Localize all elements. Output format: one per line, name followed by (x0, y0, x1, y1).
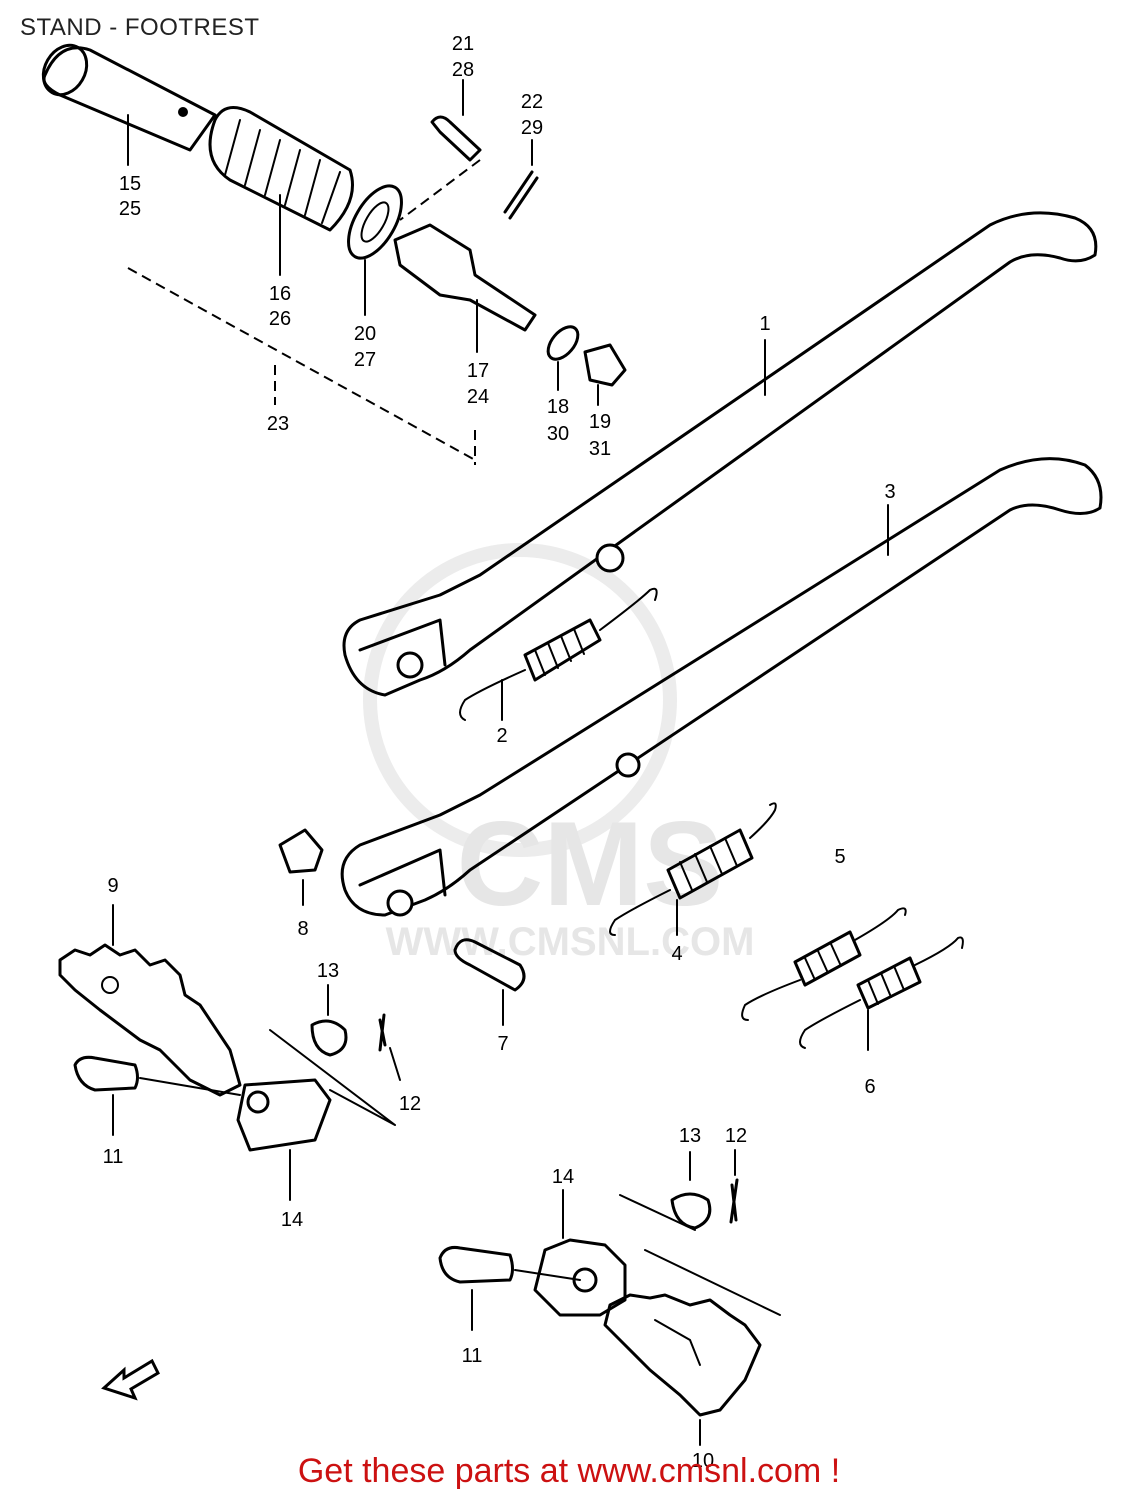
callout-11b: 11 (462, 1345, 483, 1367)
washer (347, 184, 403, 260)
callout-7: 7 (497, 1033, 508, 1055)
callout-18: 18 (547, 396, 569, 418)
page-title: STAND - FOOTREST (20, 14, 260, 41)
callout-12b: 12 (725, 1125, 747, 1147)
callout-17: 17 (467, 360, 489, 382)
footrest-shaft (393, 223, 537, 332)
bolt-7 (453, 938, 526, 1026)
nut-19 (583, 343, 627, 387)
callout-29: 29 (521, 117, 543, 139)
callout-23: 23 (267, 413, 289, 435)
washer-18 (546, 325, 580, 361)
footrest-left (58, 904, 401, 1201)
callout-8: 8 (297, 918, 308, 940)
callout-30: 30 (547, 423, 569, 445)
footrest-bar-assembly (41, 43, 627, 387)
callout-10: 10 (692, 1450, 714, 1472)
spring-2 (459, 587, 658, 721)
cotter-pin (430, 115, 482, 162)
callout-6: 6 (864, 1076, 875, 1098)
callout-24: 24 (467, 386, 489, 408)
spring-5 (741, 907, 907, 1021)
washer-13-right (670, 1192, 712, 1230)
callout-19: 19 (589, 411, 611, 433)
callout-9: 9 (107, 875, 118, 897)
stand-pin (595, 543, 625, 573)
callout-5: 5 (834, 846, 845, 868)
pin-11 (73, 1055, 139, 1092)
watermark-brand: CMS (457, 797, 724, 931)
callout-13b: 13 (679, 1125, 701, 1147)
callout-20: 20 (354, 323, 376, 345)
callout-27: 27 (354, 349, 376, 371)
callout-13a: 13 (317, 960, 339, 982)
callout-26: 26 (269, 308, 291, 330)
callout-11a: 11 (103, 1146, 124, 1168)
callout-22: 22 (521, 91, 543, 113)
nut-8 (278, 828, 324, 874)
pin-22 (503, 170, 539, 220)
watermark-url: WWW.CMSNL.COM (386, 920, 755, 964)
washer-13 (310, 1019, 348, 1057)
spring-4 (609, 802, 777, 936)
stand-pin-3 (615, 752, 641, 778)
callout-14a: 14 (281, 1209, 303, 1231)
callout-15: 15 (119, 173, 141, 195)
callout-28: 28 (452, 59, 474, 81)
front-direction-arrow (101, 1358, 160, 1401)
footrest-rubber (208, 106, 354, 232)
callout-3: 3 (884, 481, 895, 503)
callout-1: 1 (759, 313, 770, 335)
callout-21: 21 (452, 33, 474, 55)
callout-4: 4 (671, 943, 682, 965)
callout-25: 25 (119, 198, 141, 220)
watermark: CMS WWW.CMSNL.COM (363, 543, 755, 964)
footer-promo-text[interactable]: Get these parts at www.cmsnl.com ! (297, 1452, 841, 1490)
callout-labels: 21 28 22 29 15 25 16 26 20 27 17 24 18 3… (103, 33, 896, 1472)
pin-11-right (438, 1246, 514, 1284)
cotter-12-right (729, 1178, 739, 1224)
cotter-12 (378, 1013, 387, 1052)
footrest-right (438, 1149, 781, 1446)
callout-2: 2 (496, 725, 507, 747)
leader-lines (127, 79, 889, 556)
side-stand-arm-1 (342, 211, 1098, 697)
callout-14b: 14 (552, 1166, 574, 1188)
callout-31: 31 (589, 438, 611, 460)
side-stand-arm-3 (340, 457, 1103, 917)
spring-6 (799, 936, 964, 1051)
footrest-bar (42, 46, 217, 152)
callout-12a: 12 (399, 1093, 421, 1115)
callout-16: 16 (269, 283, 291, 305)
